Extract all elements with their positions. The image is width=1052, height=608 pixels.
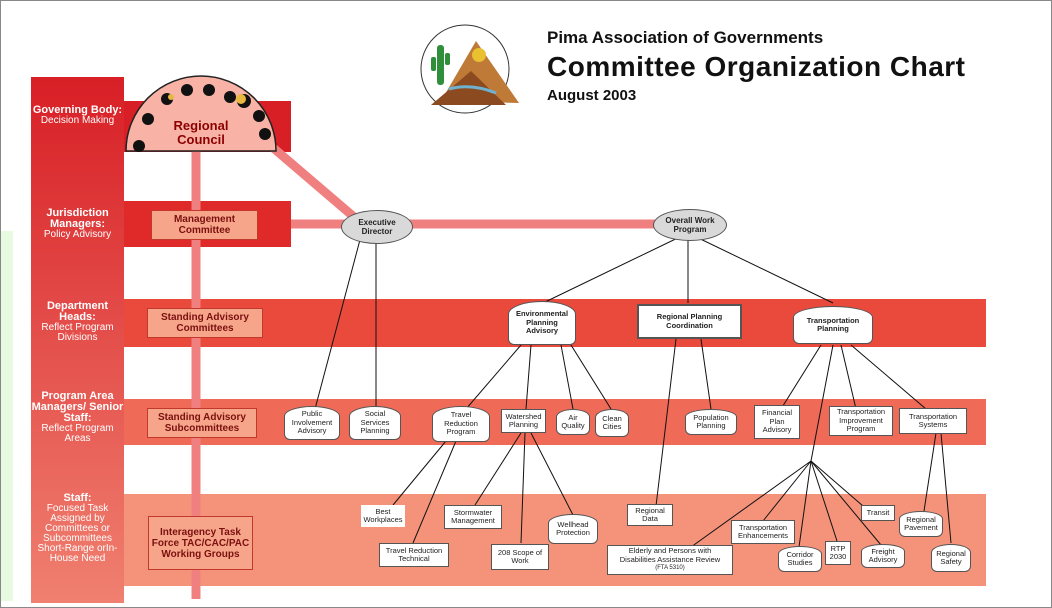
social-services-node: Social Services Planning [349,406,401,440]
level-jurisdiction: Jurisdiction Managers:Policy Advisory [43,207,112,240]
task-force-box: Interagency Task Force TAC/CAC/PAC Worki… [148,516,253,570]
standing-committees-box: Standing Advisory Committees [147,308,263,338]
stormwater-node: Stormwater Management [444,505,502,529]
overall-work-program-oval: Overall Work Program [653,209,727,241]
freight-advisory-node: Freight Advisory [861,544,905,568]
executive-director-oval: Executive Director [341,210,413,244]
financial-plan-node: Financial Plan Advisory [754,405,800,439]
scope-208-node: 208 Scope of Work [491,544,549,570]
level-department: Department Heads:Reflect Program Divisio… [41,300,114,343]
chart-date: August 2003 [547,87,637,104]
elderly-disabilities-text: Elderly and Persons with Disabilities As… [619,546,721,564]
travel-reduction-node: Travel Reduction Program [432,406,490,442]
elderly-disabilities-fta: (FTA 5310) [655,565,685,572]
watershed-planning-node: Watershed Planning [501,409,546,433]
left-green-strip [1,231,13,601]
wellhead-protection-node: Wellhead Protection [548,514,598,544]
corridor-studies-node: Corridor Studies [778,546,822,572]
chart-title: Committee Organization Chart [547,51,966,82]
regional-data-node: Regional Data [627,504,673,526]
public-involvement-node: Public Involvement Advisory [284,406,340,440]
regional-safety-node: Regional Safety [931,544,971,572]
transportation-enhancements-node: Transportation Enhancements [731,520,795,544]
regional-council-label: Regional Council [173,118,229,147]
transportation-planning-node: Transportation Planning [793,306,873,344]
transportation-systems-node: Transportation Systems [899,408,967,434]
org-name: Pima Association of Governments [547,28,824,47]
regional-pavement-node: Regional Pavement [899,511,943,537]
rtp-2030-node: RTP 2030 [825,541,851,565]
clean-cities-node: Clean Cities [595,409,629,437]
standing-subcommittees-box: Standing Advisory Subcommittees [147,408,257,438]
travel-reduction-technical-node: Travel Reduction Technical [379,543,449,567]
population-planning-node: Population Planning [685,409,737,435]
air-quality-node: Air Quality [556,409,590,435]
level-program: Program Area Managers/ Senior Staff:Refl… [31,390,124,444]
environmental-planning-node: Environmental Planning Advisory [508,301,576,345]
level-staff: Staff:Focused Task Assigned by Committee… [37,492,118,564]
level-governing: Governing Body:Decision Making [32,104,123,126]
regional-planning-node: Regional Planning Coordination [637,304,742,339]
tip-node: Transportation Improvement Program [829,406,893,436]
transit-node: Transit [861,505,895,521]
best-workplaces-node: Best Workplaces [361,505,405,527]
management-committee-box: Management Committee [151,210,258,240]
level-column [31,77,124,603]
elderly-disabilities-node: Elderly and Persons with Disabilities As… [607,545,733,575]
